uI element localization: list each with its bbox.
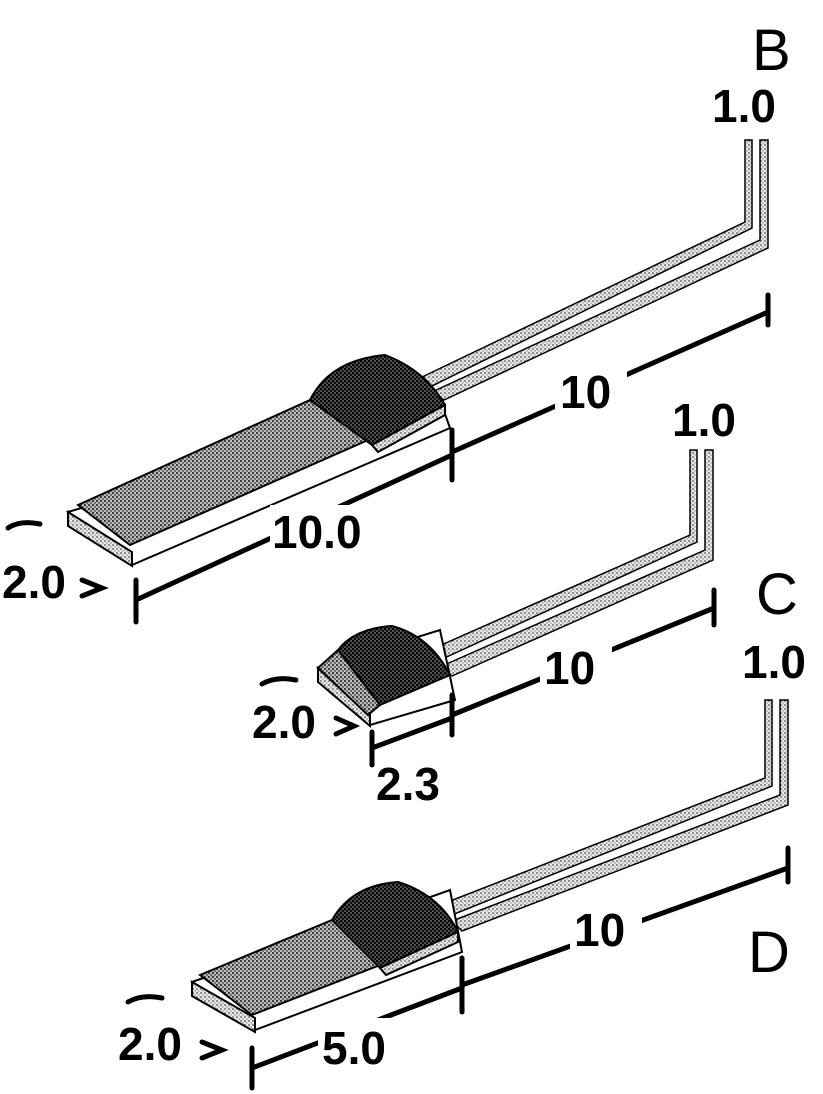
panel-d-wire-length: 10 xyxy=(574,904,625,956)
panel-b-wire-dim-mask xyxy=(555,355,627,413)
panel-d-width-arrow xyxy=(199,1039,229,1061)
panel-d-wire xyxy=(438,699,773,916)
panel-d-label: D xyxy=(748,920,790,985)
panel-d-contact-front xyxy=(378,930,459,977)
panel-d-wire-thickness: 1.0 xyxy=(742,636,806,688)
panel-c-contact-front xyxy=(316,648,382,717)
panel-d-substrate-side xyxy=(191,980,256,1034)
panel-c-wire-dim-mask xyxy=(540,638,612,693)
panel-d-wire-dim-mask xyxy=(570,898,642,953)
panel-b: 10 10.0 2.0 1.0 B xyxy=(2,18,791,625)
panel-b-wire xyxy=(418,139,753,387)
panel-b-wire-thickness: 1.0 xyxy=(712,80,776,132)
panel-d-wire-lower xyxy=(450,699,789,932)
panel-b-contact-front xyxy=(370,403,446,454)
panel-b-wire-length: 10 xyxy=(560,366,611,418)
panel-c-width-arc xyxy=(259,676,299,687)
panel-b-label: B xyxy=(752,18,791,83)
panel-b-wire-lower xyxy=(430,139,769,401)
panel-b-pad-length: 10.0 xyxy=(272,506,362,558)
panel-d: 10 5.0 2.0 1.0 D xyxy=(118,636,806,1091)
panel-c-pad-length: 2.3 xyxy=(376,758,440,810)
panel-d-width-arc xyxy=(125,994,165,1005)
panel-c-width-arrow xyxy=(333,715,361,737)
panel-b-pad-width: 2.0 xyxy=(2,556,66,608)
panel-d-pad-width: 2.0 xyxy=(118,1018,182,1070)
panel-c-label: C xyxy=(756,562,798,627)
panel-b-pad-dim-mask xyxy=(270,505,385,560)
panel-c-wire-lower xyxy=(440,449,714,677)
panel-c-wire-length: 10 xyxy=(544,642,595,694)
panel-c-pad-width: 2.0 xyxy=(252,696,316,748)
panel-b-width-arrow xyxy=(79,577,109,599)
panel-b-width-arc xyxy=(5,520,43,531)
panel-b-substrate-side xyxy=(67,510,133,568)
panel-d-pad-length: 5.0 xyxy=(322,1022,386,1074)
panel-c-wire xyxy=(428,449,698,661)
panel-c-wire-thickness: 1.0 xyxy=(672,394,736,446)
panel-c: 10 2.3 2.0 1.0 C xyxy=(252,394,798,810)
panel-c-pad-dim-line xyxy=(369,715,455,751)
panel-d-pad-dim-mask xyxy=(318,1018,410,1073)
